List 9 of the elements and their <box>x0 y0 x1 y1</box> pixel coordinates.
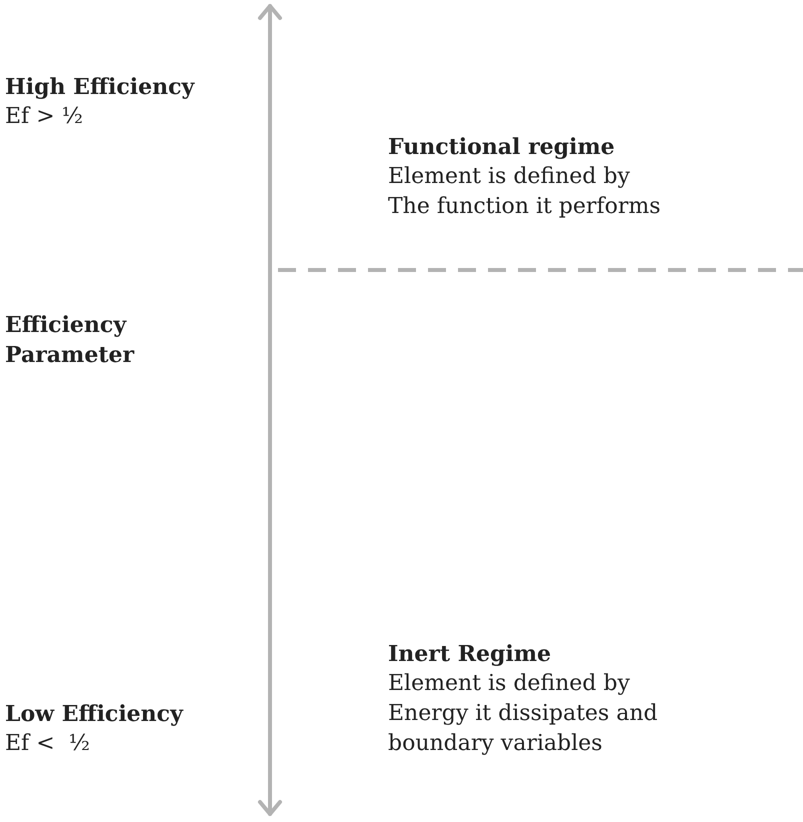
regime-description: Element is defined by Energy it dissipates and boundary variables <box>388 670 659 758</box>
axis-label: Efficiency Parameter <box>5 311 136 370</box>
regime-heading: Inert Regime <box>388 640 552 669</box>
axis-label: High Efficiency <box>5 73 196 102</box>
regime-heading: Functional regime <box>388 133 616 162</box>
threshold-text: Ef < ½ <box>5 730 91 758</box>
threshold-text: Ef > ½ <box>5 103 84 131</box>
regime-description: Element is defined by The function it performs <box>388 163 662 221</box>
axis-label: Low Efficiency <box>5 700 184 729</box>
